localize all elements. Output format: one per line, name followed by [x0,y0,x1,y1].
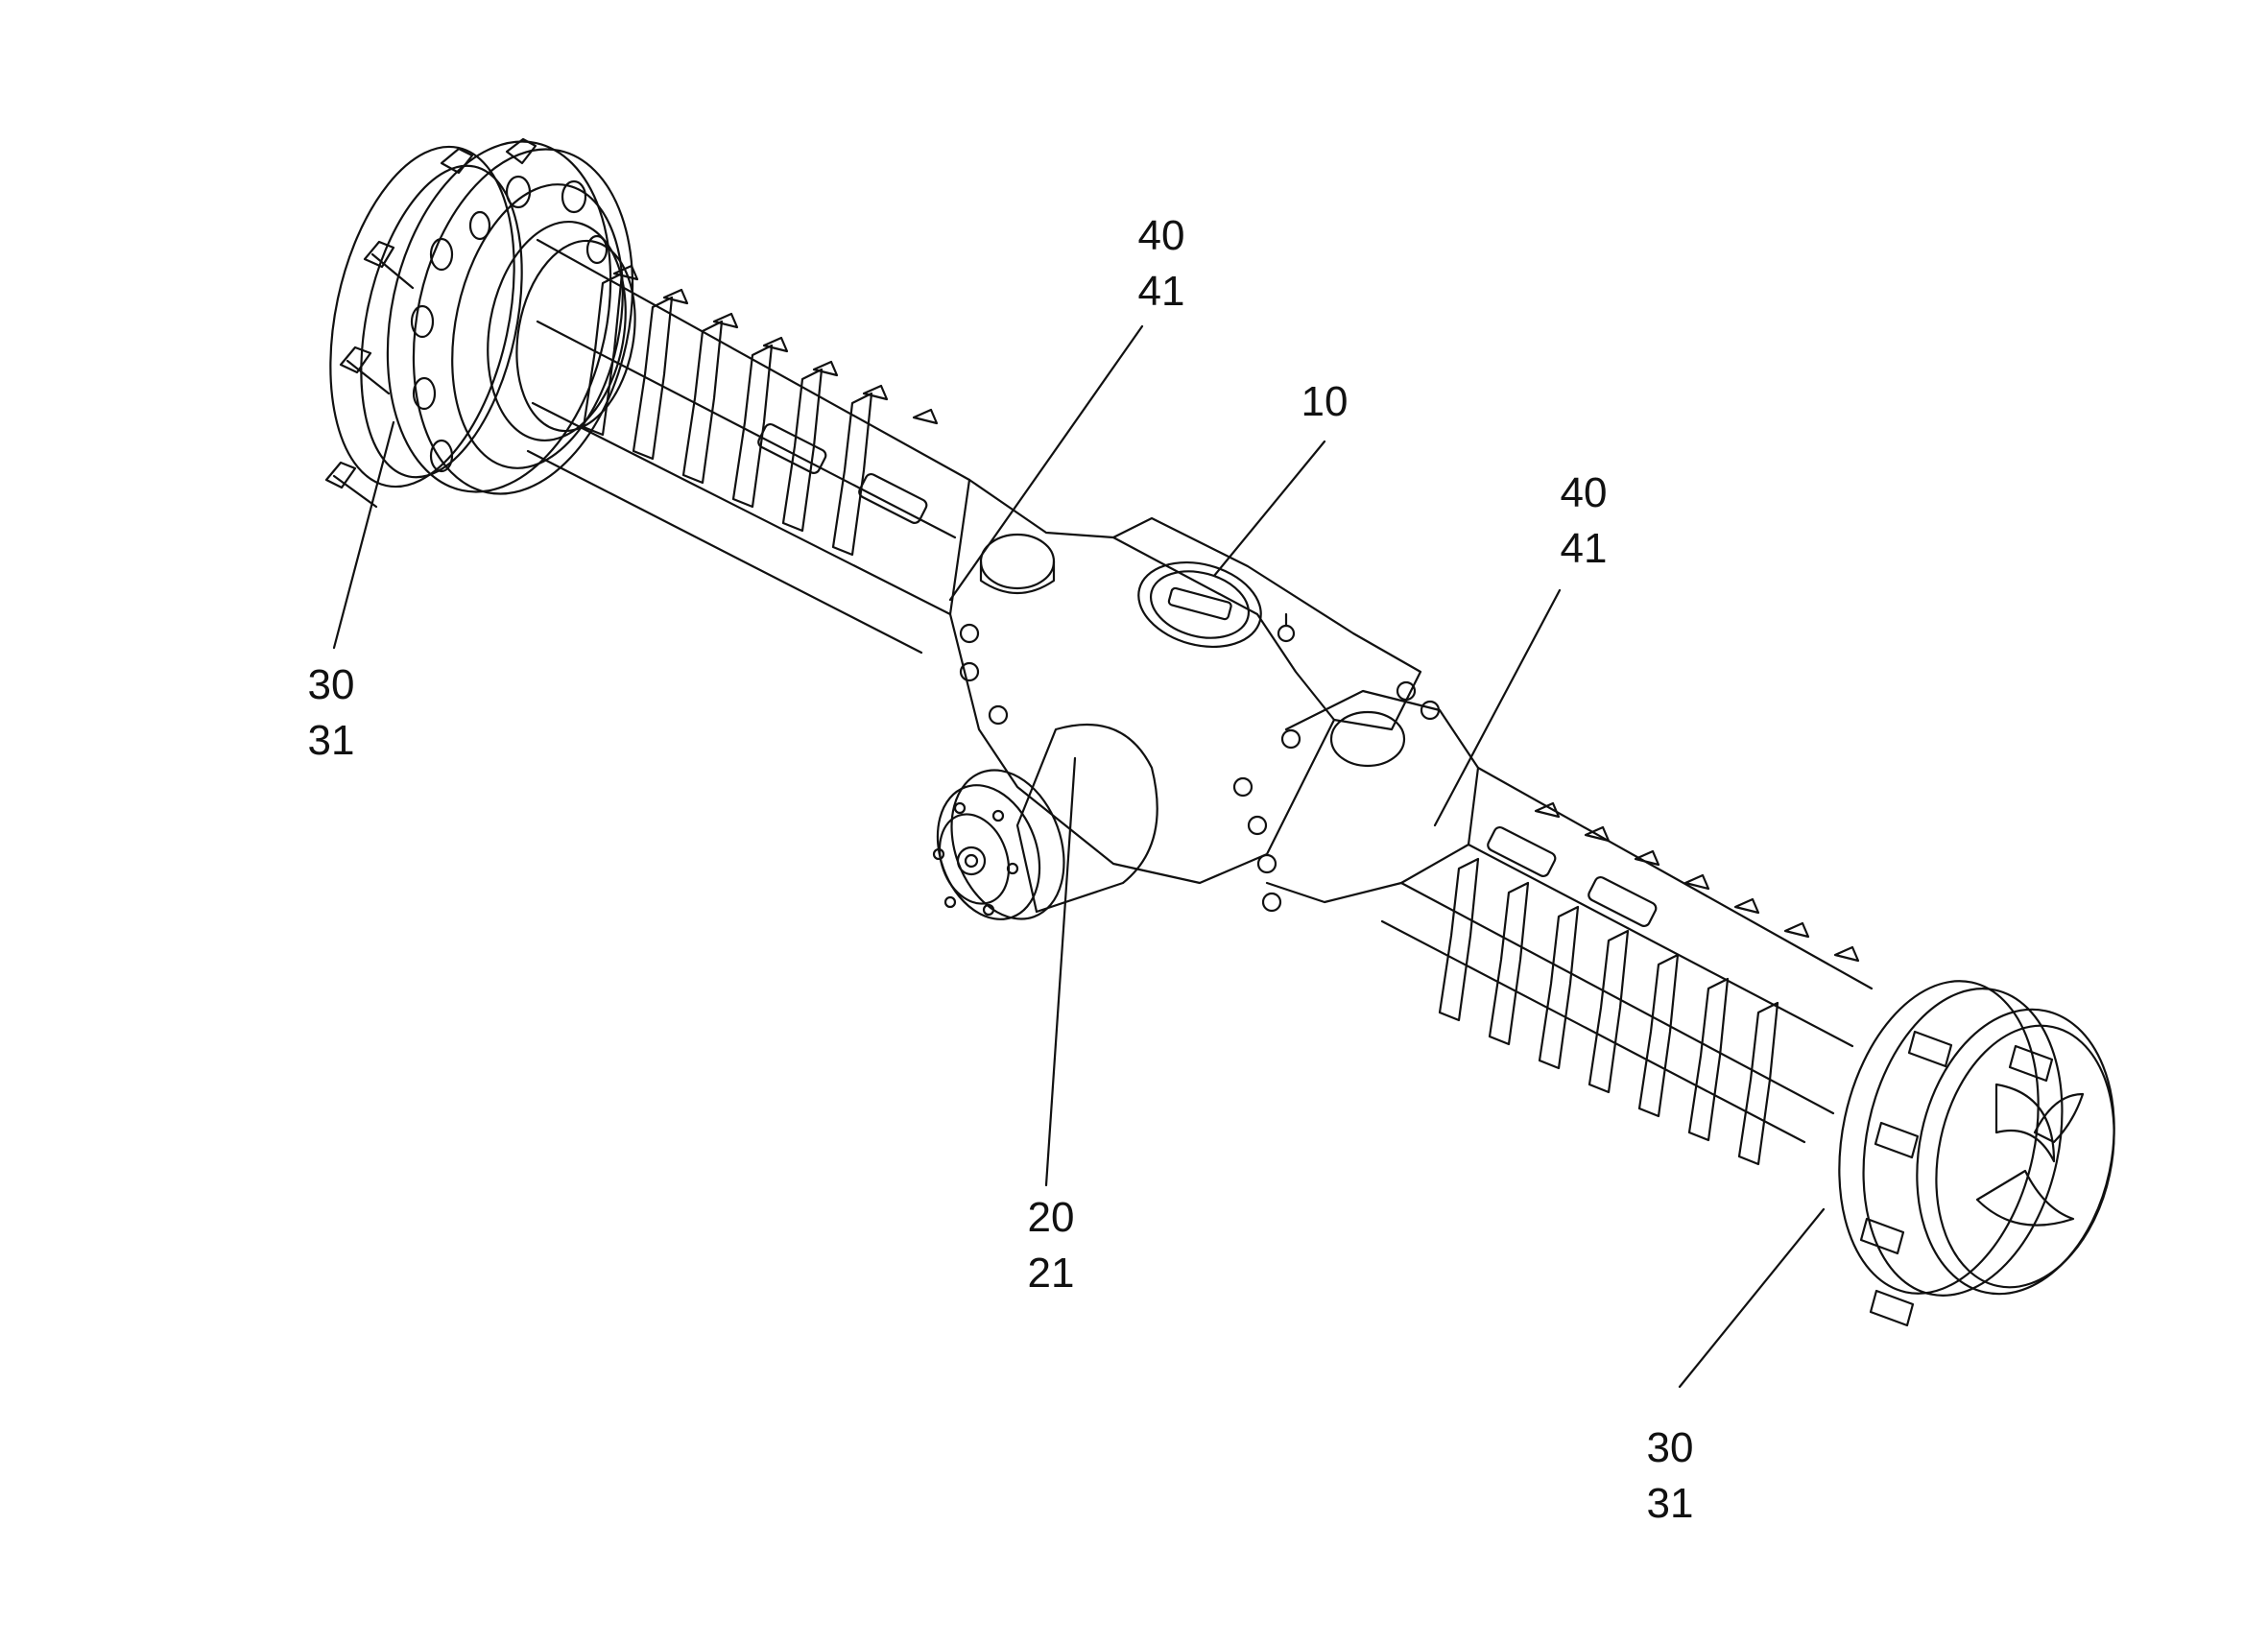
left-wheel-hub [324,137,636,509]
left-axle-tube [526,238,971,655]
leader-housing-right [1433,588,1562,827]
callout-number: 41 [1560,525,1608,572]
pinion-input-flange [932,723,1158,920]
callout-number: 40 [1137,212,1185,259]
leader-hub-right [1678,1207,1826,1389]
callout-number: 31 [307,717,355,764]
right-wheel-hub [1838,980,2115,1327]
callout-number: 41 [1137,268,1185,315]
right-tube-ribs [1438,801,1860,1166]
leader-center-cover [1212,440,1326,578]
callout-number: 31 [1646,1480,1694,1527]
right-breather-dome [1329,710,1406,768]
differential-housing [948,478,1480,913]
left-tube-ribs [582,264,939,557]
housing-bolts [959,623,1441,913]
top-cover-plate [1137,560,1262,649]
right-hub-studs [1859,1030,2054,1327]
left-breather-dome [979,533,1056,590]
callout-pinion-flange: 20 21 [984,1190,1118,1301]
hub-cap [1916,1008,2115,1296]
right-axle-tube [1380,766,1874,1166]
callout-number: 40 [1560,469,1608,516]
leader-hub-left [332,420,395,650]
callout-number: 10 [1301,378,1349,425]
callout-hub-left: 30 31 [264,657,398,769]
callout-housing-left: 40 41 [1094,208,1229,320]
left-hub-studs [324,137,537,509]
callout-number: 20 [1027,1194,1075,1241]
callout-center-cover: 10 [1257,374,1392,430]
leader-lines [332,324,1826,1389]
callout-hub-right: 30 31 [1603,1420,1737,1532]
callout-housing-right: 40 41 [1516,465,1651,577]
callout-number: 30 [307,661,355,708]
leader-housing-left [948,324,1144,602]
pinion-flange-bolt-holes [932,801,1019,917]
callout-number: 21 [1027,1250,1075,1297]
leader-pinion-flange [1044,756,1077,1187]
left-flange-bolt-holes [410,175,609,473]
callout-number: 30 [1646,1424,1694,1471]
